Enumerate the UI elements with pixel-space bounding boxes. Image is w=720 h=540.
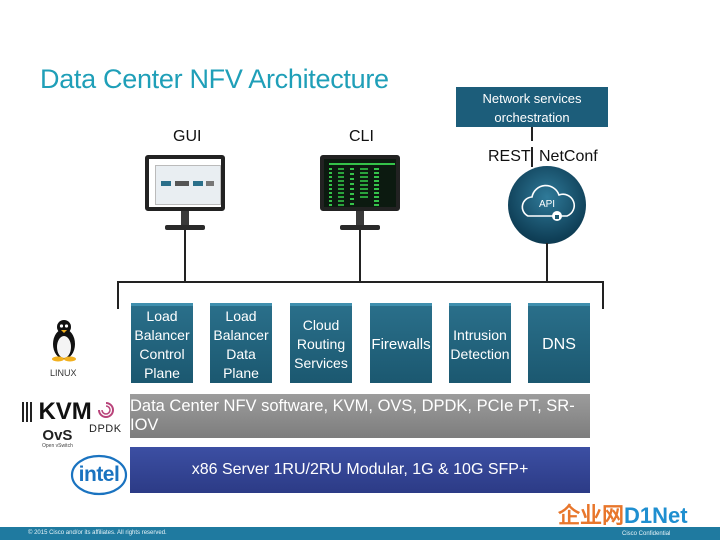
gui-label: GUI bbox=[173, 128, 202, 145]
watermark-cn: 企业网 bbox=[558, 503, 625, 528]
intel-logo: intel bbox=[70, 452, 128, 498]
service-lb-data-plane: Load Balancer Data Plane bbox=[210, 303, 272, 383]
kvm-label: KVM bbox=[38, 398, 92, 425]
dpdk-label: DPDK bbox=[89, 423, 122, 435]
bus-left-drop bbox=[117, 281, 119, 309]
linux-label: LINUX bbox=[50, 368, 77, 378]
confidential-text: Cisco Confidential bbox=[622, 531, 671, 537]
rest-netconf-divider bbox=[531, 147, 533, 167]
software-layer: Data Center NFV software, KVM, OVS, DPDK… bbox=[130, 394, 590, 438]
gui-connector bbox=[184, 230, 186, 282]
footer-bar bbox=[0, 527, 720, 540]
bus-right-drop bbox=[602, 281, 604, 309]
kvm-logo: KVM bbox=[22, 398, 92, 426]
cli-label: CLI bbox=[349, 128, 374, 145]
page-title: Data Center NFV Architecture bbox=[40, 64, 389, 94]
rest-label: REST bbox=[488, 148, 531, 165]
cli-monitor-icon bbox=[320, 155, 400, 235]
netconf-label: NetConf bbox=[539, 148, 598, 165]
hardware-layer: x86 Server 1RU/2RU Modular, 1G & 10G SFP… bbox=[130, 447, 590, 493]
cli-connector bbox=[359, 230, 361, 282]
api-label: API bbox=[538, 199, 556, 210]
ovs-logo: OvS Open vSwitch bbox=[42, 428, 73, 449]
api-cloud-icon: API bbox=[508, 166, 586, 244]
gui-monitor-icon bbox=[145, 155, 225, 235]
api-connector bbox=[546, 243, 548, 282]
dpdk-swirl-icon bbox=[97, 401, 115, 424]
intel-label: intel bbox=[78, 463, 120, 486]
copyright-text: © 2015 Cisco and/or its affiliates. All … bbox=[28, 530, 167, 536]
service-intrusion-detection: Intrusion Detection bbox=[449, 303, 511, 383]
ovs-label: OvS bbox=[42, 427, 73, 444]
service-dns: DNS bbox=[528, 303, 590, 383]
service-lb-control-plane: Load Balancer Control Plane bbox=[131, 303, 193, 383]
bus-line bbox=[117, 281, 604, 283]
service-firewalls: Firewalls bbox=[370, 303, 432, 383]
orchestration-connector bbox=[531, 127, 533, 141]
linux-penguin-icon bbox=[50, 318, 78, 362]
ovs-sub-label: Open vSwitch bbox=[42, 443, 73, 449]
watermark-logo: 企业网D1Net bbox=[558, 498, 688, 530]
service-cloud-routing: Cloud Routing Services bbox=[290, 303, 352, 383]
watermark-brand: D1Net bbox=[624, 503, 688, 528]
orchestration-box: Network services orchestration bbox=[456, 87, 608, 127]
